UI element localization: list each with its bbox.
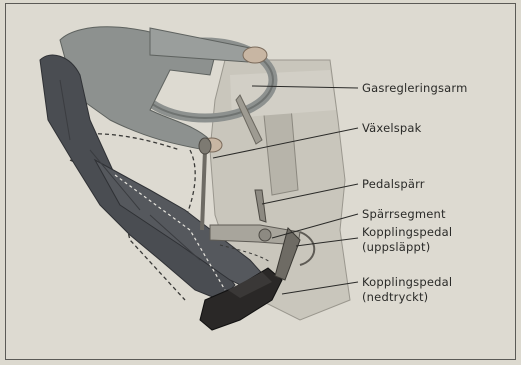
gear-lever: [199, 138, 211, 230]
label-pedalsparr: Pedalspärr: [362, 178, 425, 191]
label-kopplingspedal-uppslappt: Kopplingspedal: [362, 226, 452, 239]
label-nedtryckt-note: (nedtryckt): [362, 291, 428, 304]
label-kopplingspedal-nedtryckt: Kopplingspedal: [362, 276, 452, 289]
label-uppslappt-note: (uppsläppt): [362, 241, 430, 254]
label-sparrsegment: Spärrsegment: [362, 208, 446, 221]
label-gasregleringsarm: Gasregleringsarm: [362, 82, 468, 95]
label-vaxelspak: Växelspak: [362, 122, 422, 135]
